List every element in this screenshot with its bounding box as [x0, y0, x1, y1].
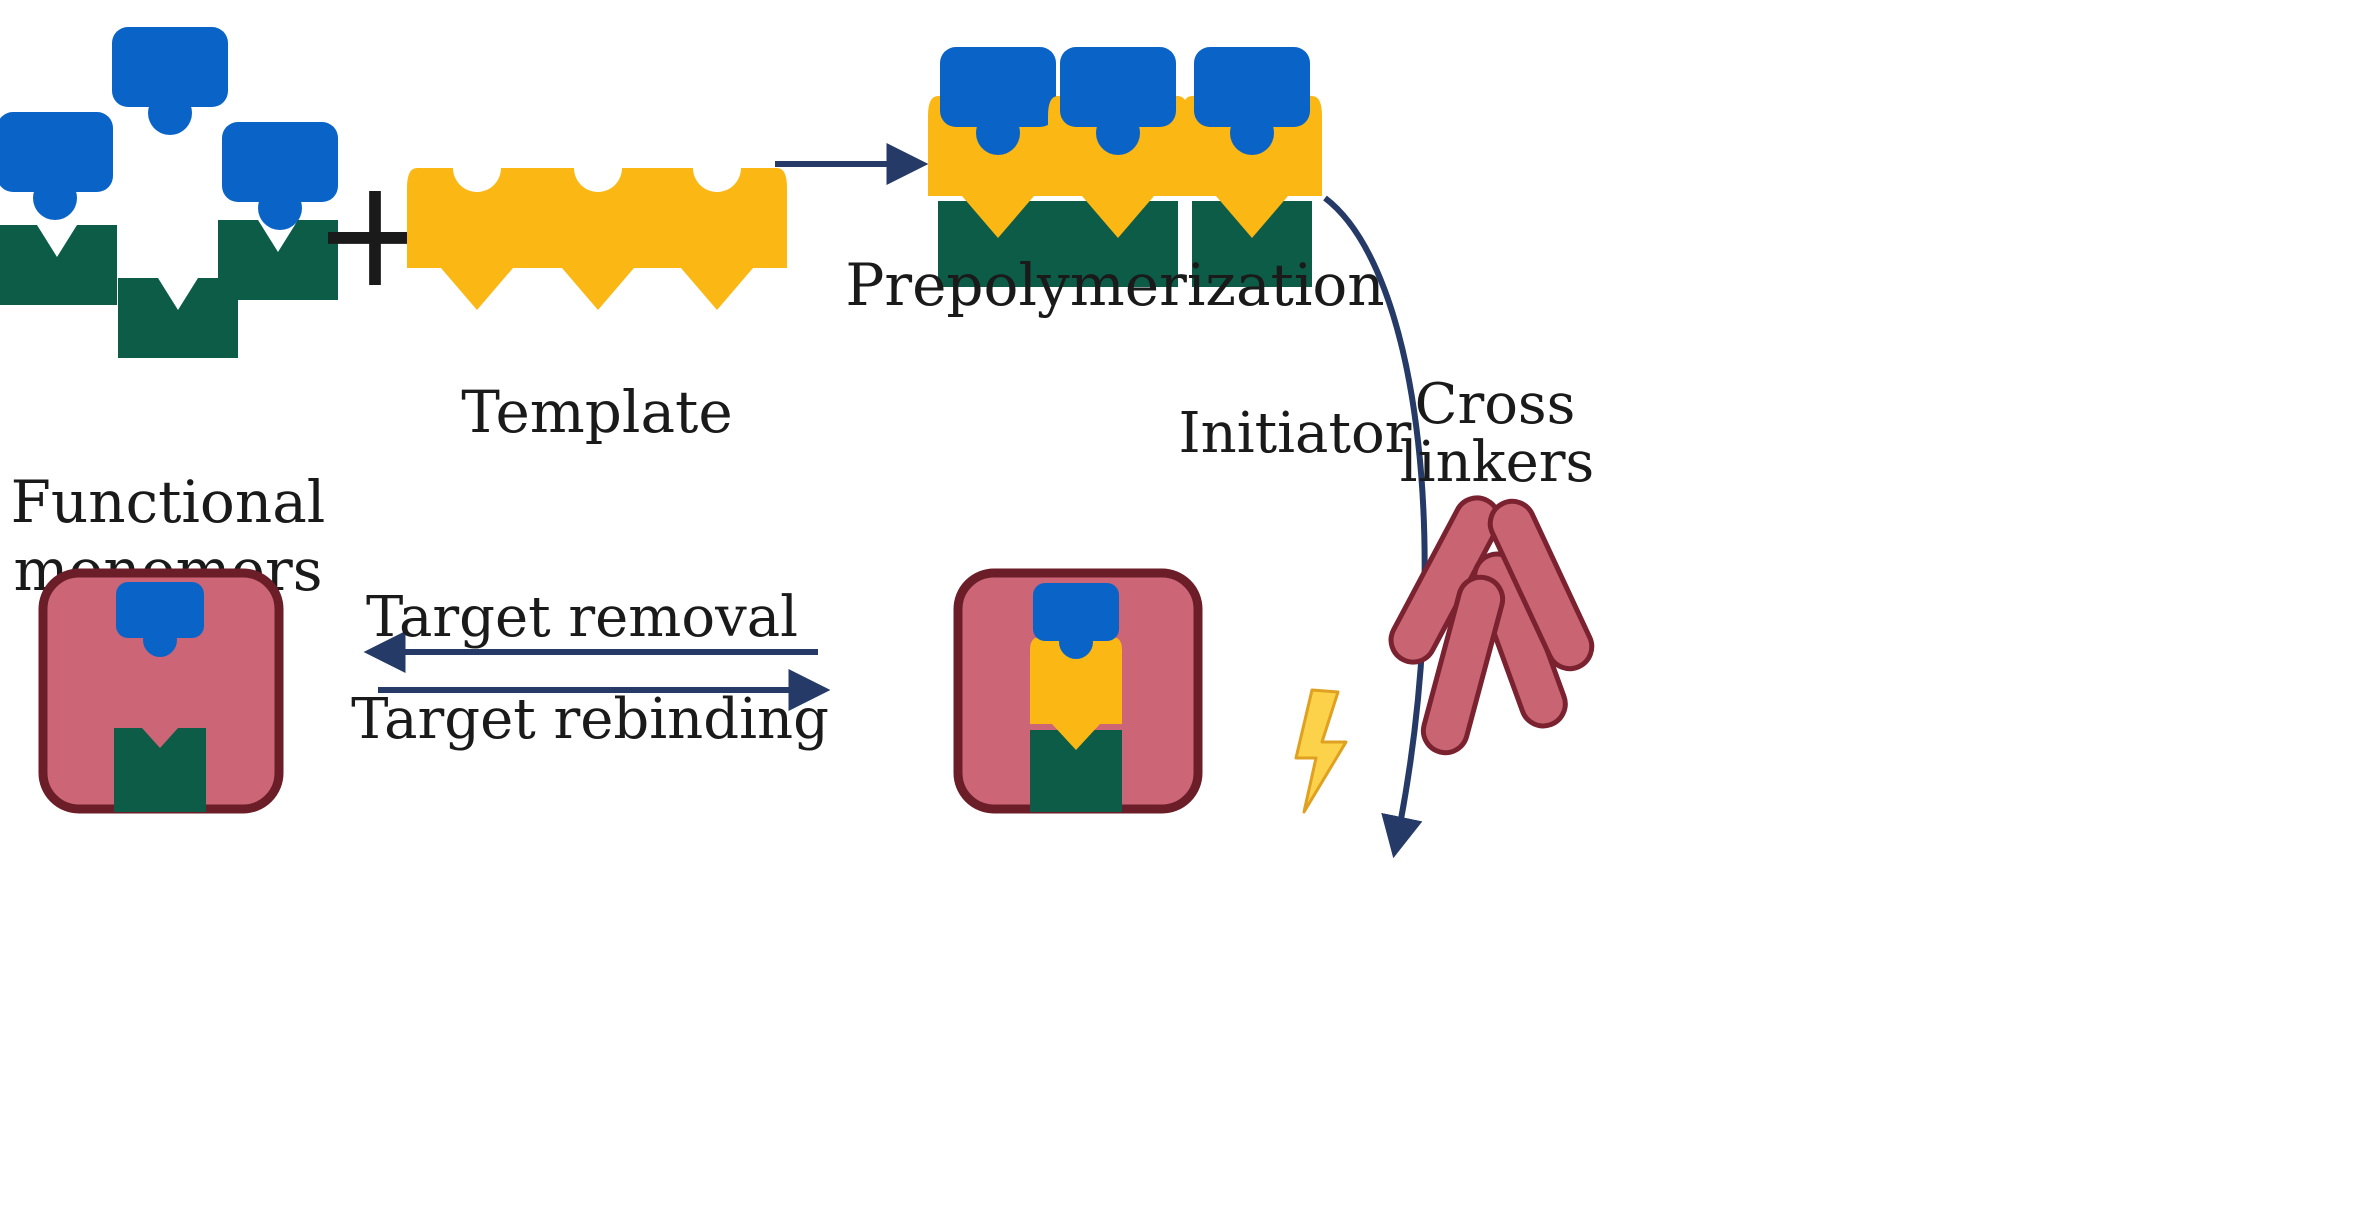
template-label: Template: [461, 378, 732, 446]
functional-monomers-label: Functional: [11, 468, 326, 536]
imprinted-polymer-icon: [38, 568, 284, 814]
green-monomer-icon: [118, 278, 238, 358]
cross-linkers-label-line2: linkers: [1400, 430, 1594, 495]
blue-monomer-icon: [0, 112, 113, 220]
prepolymer-complex: [1182, 47, 1322, 287]
functional-monomers-group: [0, 27, 338, 358]
template-molecule-icon: [647, 168, 787, 310]
curved-arrow-to-polymerization: [1323, 195, 1428, 859]
initiator-label: Initiator: [1179, 401, 1412, 466]
prepolymerization-group: [928, 47, 1322, 287]
cross-linkers-label: Cross: [1415, 372, 1576, 437]
prepolymerization-label: Prepolymerization: [845, 251, 1384, 319]
template-group: [407, 168, 787, 310]
blue-monomer-icon: [112, 27, 228, 135]
green-monomer-icon: [0, 225, 117, 305]
target-rebinding-label: Target rebinding: [351, 687, 829, 752]
polymer-with-template: [953, 568, 1203, 814]
prepolymer-complex: [928, 47, 1068, 287]
target-removal-label: Target removal: [366, 585, 798, 650]
embedded-complex: [1030, 583, 1122, 812]
lightning-icon: [1294, 688, 1348, 814]
prepolymer-complex: [1048, 47, 1188, 287]
